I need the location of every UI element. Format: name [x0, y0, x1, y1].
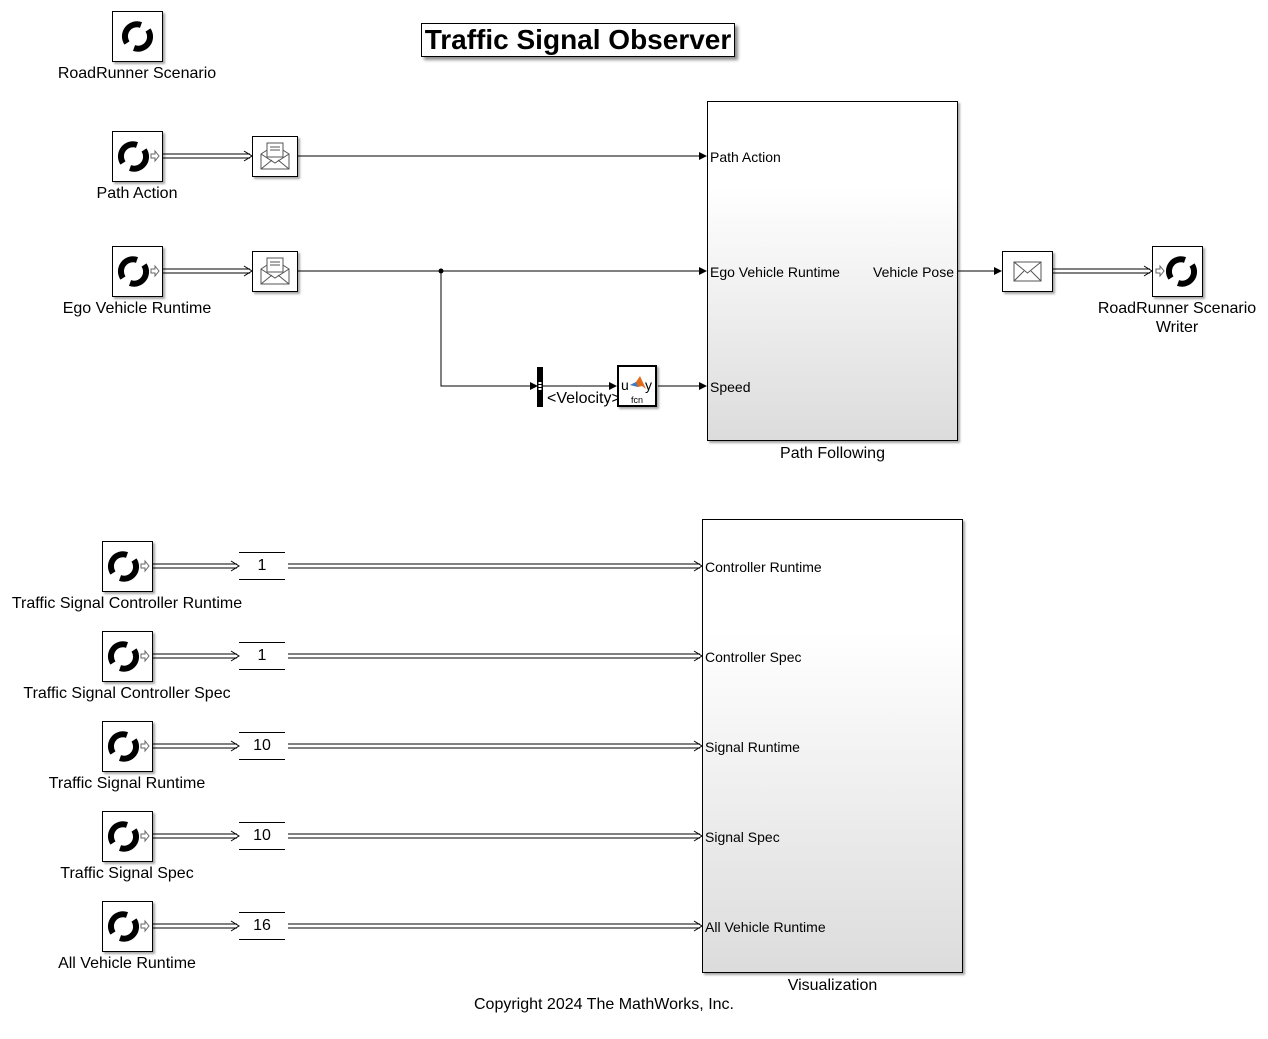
visualization-subsystem[interactable]: Controller Runtime Controller Spec Signa…	[702, 519, 963, 973]
fcn-output-port: y	[645, 377, 652, 393]
roadrunner-scenario-icon	[122, 21, 153, 52]
port-path-action: Path Action	[710, 149, 781, 165]
roadrunner-writer-icon	[1155, 256, 1197, 287]
writer-label-line2: Writer	[1155, 319, 1199, 336]
reader-all-vehicle-runtime[interactable]	[102, 901, 153, 952]
queue-block[interactable]: 10	[239, 822, 285, 850]
reader-traffic-signal-controller-spec[interactable]	[102, 631, 153, 682]
reader-traffic-signal-runtime[interactable]	[102, 721, 153, 772]
matlab-logo-icon	[630, 376, 646, 389]
msg-line-bottom[interactable]	[153, 920, 703, 932]
roadrunner-reader-icon	[108, 821, 150, 852]
message-receive-path-action[interactable]	[252, 136, 298, 177]
msg-line-path-action[interactable]	[163, 150, 253, 162]
fcn-name: fcn	[630, 395, 643, 405]
port-controller-spec: Controller Spec	[705, 649, 802, 665]
queue-block[interactable]: 1	[239, 552, 285, 580]
reader-ego-runtime-label: Ego Vehicle Runtime	[62, 300, 212, 317]
message-receive-icon	[260, 257, 290, 285]
msg-line-ego-runtime[interactable]	[163, 265, 253, 277]
reader-label: Traffic Signal Controller Spec	[23, 685, 231, 702]
port-signal-spec: Signal Spec	[705, 829, 780, 845]
reader-label: Traffic Signal Runtime	[48, 775, 206, 792]
reader-traffic-signal-spec[interactable]	[102, 811, 153, 862]
queue-block[interactable]: 10	[239, 732, 285, 760]
reader-path-action-label: Path Action	[96, 185, 178, 202]
port-speed: Speed	[710, 379, 751, 395]
reader-label: Traffic Signal Spec	[60, 865, 194, 882]
roadrunner-reader-icon	[108, 731, 150, 762]
copyright-notice: Copyright 2024 The MathWorks, Inc.	[474, 996, 734, 1013]
roadrunner-scenario-block[interactable]	[112, 11, 163, 62]
queue-block[interactable]: 1	[239, 642, 285, 670]
matlab-function-block[interactable]: u y fcn	[617, 365, 657, 407]
reader-label: All Vehicle Runtime	[58, 955, 196, 972]
msg-line-bottom[interactable]	[153, 560, 703, 572]
queue-block[interactable]: 16	[239, 912, 285, 940]
roadrunner-writer-block[interactable]	[1152, 246, 1203, 297]
roadrunner-reader-icon	[108, 551, 150, 582]
msg-line-bottom[interactable]	[153, 830, 703, 842]
path-following-subsystem[interactable]: Path Action Ego Vehicle Runtime Speed Ve…	[707, 101, 958, 441]
roadrunner-reader-icon	[108, 641, 150, 672]
port-ego-vehicle-runtime: Ego Vehicle Runtime	[710, 264, 840, 280]
port-all-vehicle-runtime: All Vehicle Runtime	[705, 919, 826, 935]
port-controller-runtime: Controller Runtime	[705, 559, 822, 575]
msg-line-writer[interactable]	[1053, 265, 1153, 277]
port-vehicle-pose: Vehicle Pose	[873, 264, 954, 280]
roadrunner-scenario-label: RoadRunner Scenario	[57, 65, 217, 82]
signal-ego-branch[interactable]	[440, 271, 538, 390]
path-following-label: Path Following	[780, 445, 885, 462]
fcn-input-port: u	[621, 377, 629, 393]
bus-selector-signal-label: <Velocity>	[547, 390, 621, 407]
message-receive-icon	[260, 142, 290, 170]
visualization-label: Visualization	[787, 977, 878, 994]
msg-line-bottom[interactable]	[153, 740, 703, 752]
reader-traffic-signal-controller-runtime[interactable]	[102, 541, 153, 592]
writer-label-line1: RoadRunner Scenario	[1097, 300, 1257, 317]
message-receive-ego-runtime[interactable]	[252, 251, 298, 292]
message-send-block[interactable]	[1002, 251, 1053, 292]
roadrunner-reader-icon	[118, 256, 160, 287]
reader-path-action[interactable]	[112, 131, 163, 182]
msg-line-bottom[interactable]	[153, 650, 703, 662]
reader-ego-runtime[interactable]	[112, 246, 163, 297]
reader-label: Traffic Signal Controller Runtime	[11, 595, 243, 612]
model-title: Traffic Signal Observer	[421, 23, 735, 57]
roadrunner-reader-icon	[118, 141, 160, 172]
message-send-icon	[1013, 261, 1042, 282]
roadrunner-reader-icon	[108, 911, 150, 942]
port-signal-runtime: Signal Runtime	[705, 739, 800, 755]
